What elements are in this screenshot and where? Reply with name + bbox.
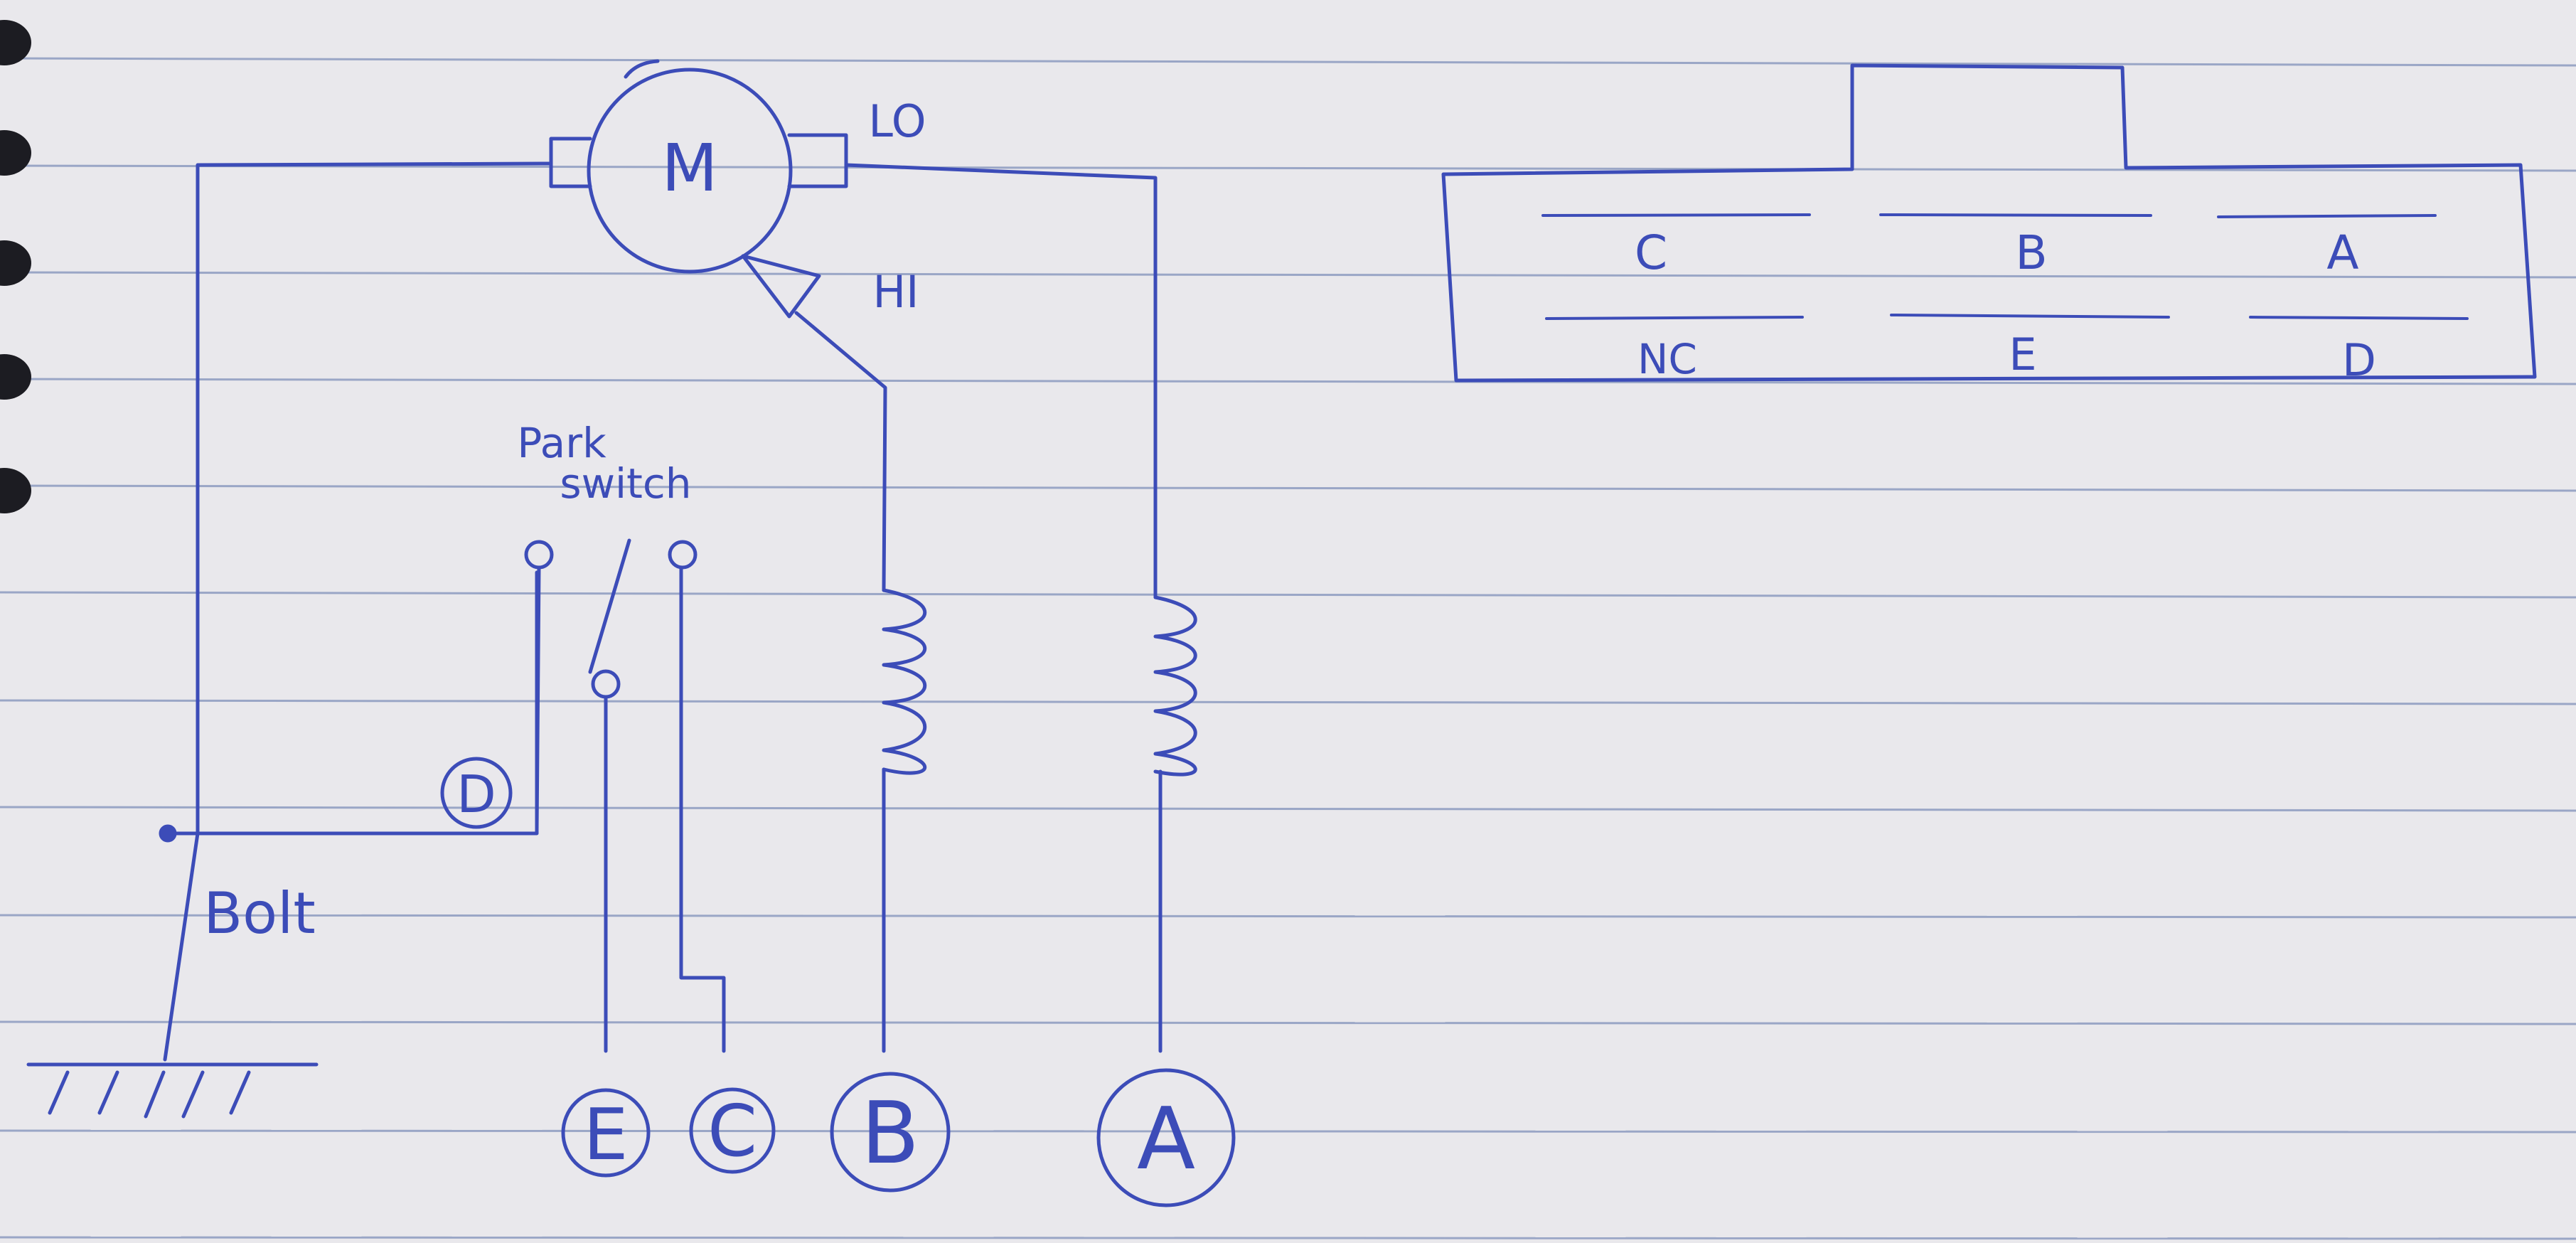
ground-symbol xyxy=(26,1062,319,1119)
park-switch-lead-c xyxy=(679,565,726,1053)
pin-e-bar xyxy=(1890,314,2170,319)
park-switch-lead-d xyxy=(535,565,541,833)
motor-symbol: M xyxy=(661,130,717,206)
wire-motor-to-ground xyxy=(163,161,553,1062)
svg-text:E: E xyxy=(583,1093,628,1176)
pin-a-bar xyxy=(2217,214,2437,218)
terminals: D E C B A xyxy=(440,757,1236,1207)
connector-pinout: C B A NC E D xyxy=(1441,63,2537,386)
ground-junction-dot xyxy=(159,824,177,843)
park-switch-blade xyxy=(588,538,631,674)
park-switch-label-line1: Park xyxy=(517,419,606,467)
terminal-a: A xyxy=(1096,1068,1236,1207)
terminal-e: E xyxy=(561,1088,651,1178)
park-switch-label-line2: switch xyxy=(560,459,691,508)
ruled-lines xyxy=(0,57,2576,1240)
wiring: Park switch Bolt xyxy=(26,161,1197,1119)
svg-text:D: D xyxy=(456,764,496,824)
binder-holes xyxy=(0,20,31,513)
svg-text:B: B xyxy=(861,1084,919,1183)
coil-b xyxy=(882,588,927,775)
svg-text:C: C xyxy=(707,1089,757,1173)
wire-lo-to-a xyxy=(844,163,1158,599)
motor-body xyxy=(587,68,793,274)
coil-a xyxy=(1153,595,1197,777)
motor-brush-hi xyxy=(741,254,821,319)
motor-body-overlap xyxy=(624,59,660,79)
pin-label-c: C xyxy=(1635,225,1667,280)
motor: M LO HI xyxy=(549,59,926,319)
lo-label: LO xyxy=(868,95,926,147)
pin-label-e: E xyxy=(2009,329,2036,380)
terminal-b: B xyxy=(830,1072,951,1193)
hi-label: HI xyxy=(873,266,919,318)
pin-label-d: D xyxy=(2342,334,2376,386)
pin-label-a: A xyxy=(2326,225,2358,280)
park-switch: Park switch xyxy=(517,419,726,1053)
pin-d-bar xyxy=(2249,316,2469,320)
motor-brush-lo xyxy=(787,133,848,188)
pin-label-nc: NC xyxy=(1637,335,1697,383)
pin-label-b: B xyxy=(2015,225,2047,280)
connector-outline xyxy=(1441,63,2537,383)
wire-hi-to-b xyxy=(794,311,887,592)
svg-text:A: A xyxy=(1137,1090,1195,1189)
ground-label: Bolt xyxy=(203,880,315,946)
pin-nc-bar xyxy=(1545,316,1804,320)
terminal-c: C xyxy=(689,1087,776,1174)
terminal-d: D xyxy=(440,757,513,829)
